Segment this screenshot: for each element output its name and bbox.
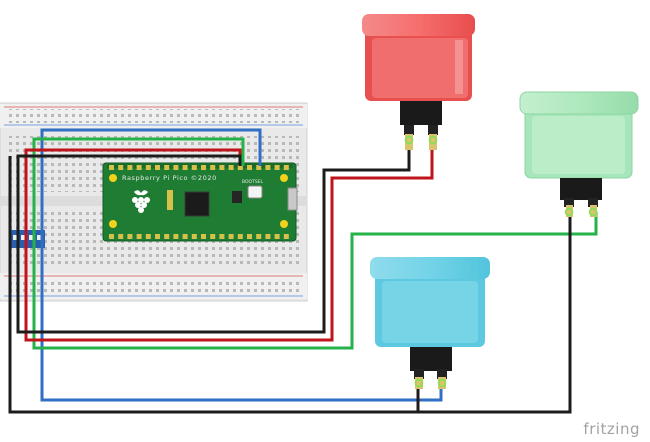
pico-pin	[274, 165, 280, 170]
debug-header	[167, 190, 173, 210]
pico-pin	[283, 165, 289, 170]
rp2040-chip	[184, 191, 210, 217]
pico-pin	[127, 165, 133, 170]
pico-pin	[274, 234, 280, 239]
pico-pin	[210, 234, 216, 239]
pico-pin	[118, 234, 124, 239]
wire-red	[24, 148, 434, 342]
mount-hole-icon	[109, 220, 117, 228]
pico-pin	[155, 234, 160, 239]
pico-pin	[256, 234, 262, 239]
wire-blue	[40, 128, 443, 402]
pico-pins-top	[107, 164, 293, 168]
raspberry-logo-icon	[132, 190, 150, 213]
pico-pin	[247, 165, 252, 170]
pico-pin	[173, 234, 179, 239]
wires	[8, 128, 598, 414]
pico-pin	[256, 165, 262, 170]
pico-pin	[127, 234, 133, 239]
pico-pin	[118, 165, 124, 170]
red-arcade-button	[362, 14, 475, 150]
wire-black-ground	[8, 156, 572, 414]
blue-arcade-button	[370, 257, 490, 389]
pico-pin	[228, 234, 234, 239]
bootsel-button	[247, 185, 263, 199]
pico-pin	[265, 234, 271, 239]
pico-pin	[228, 165, 234, 170]
pico-pin	[201, 234, 206, 239]
pico-pin	[164, 234, 170, 239]
pico-pin	[201, 165, 206, 170]
pico-pin	[164, 165, 170, 170]
pico-pin	[145, 165, 151, 170]
pico-pin	[191, 165, 197, 170]
flash-chip	[232, 191, 242, 203]
pico-pin	[265, 165, 271, 170]
pico-pin	[247, 234, 252, 239]
pico-pin	[109, 234, 114, 239]
pico-pin	[237, 165, 243, 170]
pico-pin	[219, 165, 225, 170]
pico-pin	[182, 234, 188, 239]
bootsel-label: BOOTSEL	[242, 179, 264, 185]
pico-pin	[219, 234, 225, 239]
pico-pin	[145, 234, 151, 239]
pico-pin	[136, 234, 142, 239]
usb-connector	[287, 187, 298, 211]
wire-black	[16, 150, 411, 334]
green-arcade-button	[519, 91, 639, 217]
pico-pin	[237, 234, 243, 239]
pico-pin	[182, 165, 188, 170]
mount-hole-icon	[280, 220, 288, 228]
wire-green	[32, 137, 598, 350]
pico-pin	[283, 234, 289, 239]
pico-pin	[191, 234, 197, 239]
pico-pin	[155, 165, 160, 170]
pico-board: Raspberry Pi Pico ©2020 BOOTSEL	[102, 162, 298, 242]
fritzing-watermark: fritzing	[583, 420, 640, 438]
pico-pin	[109, 165, 114, 170]
mount-hole-icon	[109, 174, 117, 182]
mount-hole-icon	[280, 174, 288, 182]
pico-pin	[173, 165, 179, 170]
pico-pin	[210, 165, 216, 170]
pico-pin	[136, 165, 142, 170]
pico-label: Raspberry Pi Pico ©2020	[122, 174, 217, 182]
